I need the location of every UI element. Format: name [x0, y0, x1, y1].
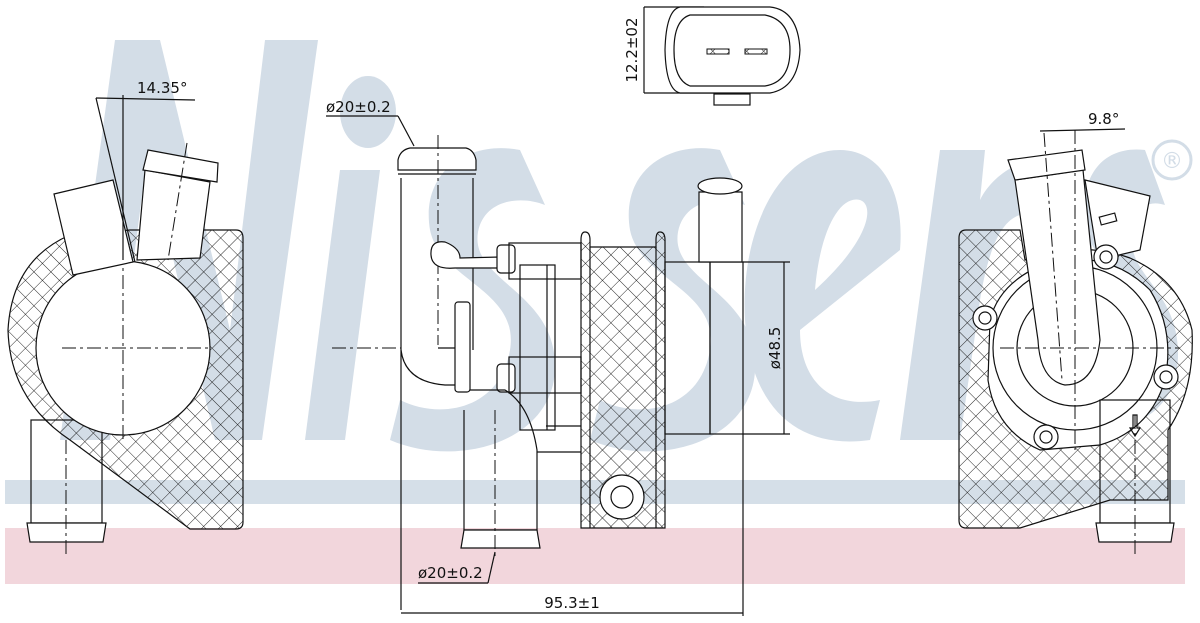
watermark-letter-e — [744, 150, 901, 442]
left-angle-dimension: 14.35° — [137, 79, 187, 97]
overall-length-dimension: 95.3±1 — [544, 594, 600, 612]
connector-height-dimension: 12.2±02 — [623, 17, 641, 82]
right-side-view: 9.8° — [958, 110, 1193, 555]
body-diameter-dimension: ø48.5 — [766, 327, 784, 370]
connector-detail: 12.2±02 — [623, 6, 801, 106]
left-side-view: 14.35° — [7, 79, 244, 555]
registered-mark-icon — [1151, 139, 1193, 181]
outlet-diameter-dimension: ø20±0.2 — [418, 564, 483, 582]
registered-mark: ® — [1161, 149, 1183, 174]
front-view: ø48.5 ø20±0.2 ø20±0.2 95.3±1 — [326, 98, 790, 616]
watermark-letter-s2 — [590, 148, 756, 452]
watermark-letter-i — [305, 170, 380, 440]
watermark-pink-band — [5, 528, 1185, 584]
inlet-diameter-dimension: ø20±0.2 — [326, 98, 391, 116]
right-angle-dimension: 9.8° — [1088, 110, 1119, 128]
